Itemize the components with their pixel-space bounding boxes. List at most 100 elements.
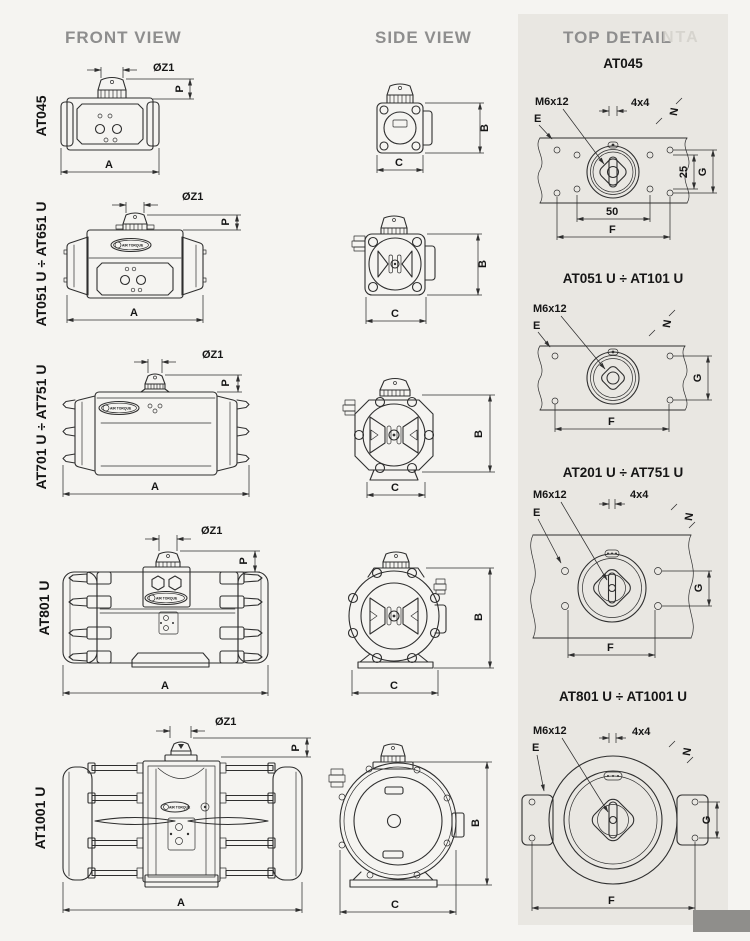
tie-rods-left [87,762,144,879]
dimension-f: F [567,610,656,658]
label-n: N [668,740,694,764]
n-label: N [681,512,694,522]
air-torque-logo: AIR TORQUE [110,237,152,253]
dim-a-label: A [177,897,185,909]
front-view-at1001-drawing: AIR TORQUE ØZ1 P A [62,716,311,913]
square-label: 4x4 [632,726,651,738]
dim-z1-label: ØZ1 [153,62,174,74]
pinion-top [140,373,170,393]
air-torque-logo: AIR TORQUE [98,400,140,416]
dimension-a: A [62,882,303,913]
label-thread: M6x12 [535,96,605,165]
pinion-shaft-detail [577,549,647,623]
dim-z1-label: ØZ1 [215,716,236,728]
dimension-c: C [339,850,457,915]
dimension-g: G [699,801,720,839]
e-label: E [534,113,541,125]
dimension-b: B [422,394,495,473]
dim-b-label: B [477,260,489,268]
tie-rods-right [219,762,276,879]
actuator-body [62,760,303,888]
actuator-body [63,229,207,299]
dimension-p: P [165,374,242,393]
f-label: F [608,416,615,428]
dimension-50: 50 [576,195,651,222]
top-detail-at051-drawing: M6x12 E N G F [533,303,712,432]
pinion-shaft-detail [586,141,640,199]
top-detail-at801-drawing: M6x12 E 4x4 N G F [521,725,720,911]
pinion-top [164,741,198,762]
dimension-z1: ØZ1 [134,349,223,373]
dimension-c: C [351,670,439,696]
actuator-body [351,233,436,296]
label-square: 4x4 [599,97,650,116]
label-thread: M6x12 [533,725,609,813]
thread-label: M6x12 [533,725,567,737]
pinion-top [97,76,127,99]
dim-p-label: P [174,85,186,92]
dim-p-label: P [220,218,232,225]
brand-text: AIR TORQUE [156,597,178,601]
dimension-g: G [673,355,712,401]
dim-z1-label: ØZ1 [182,191,203,203]
actuator-body [328,762,465,888]
tie-rods-right [219,571,263,664]
front-view-at045-drawing: ØZ1 P A [60,62,194,175]
dimension-g: G [662,570,712,607]
dimension-b: B [413,761,492,886]
pinion-top [380,215,408,235]
air-torque-logo: AIR TORQUE [144,590,188,606]
dim-b-label: B [479,124,491,132]
dimension-g: G [673,149,717,194]
thread-label: M6x12 [533,489,567,501]
top-detail-header: TOP DETAIL [563,28,673,47]
top-detail-at045-drawing: M6x12 E 4x4 N 25 G 50 F [534,96,717,240]
row-label-at801: AT801 U [36,580,52,636]
thread-label: M6x12 [533,303,567,315]
dim-a-label: A [161,680,169,692]
detail-title-at201: AT201 U ÷ AT751 U [562,465,684,480]
brand-text: AIR TORQUE [169,806,191,810]
row-label-at045: AT045 [33,95,49,137]
dimension-f: F [554,404,670,432]
top-detail-at201-drawing: M6x12 E 4x4 N G F [530,489,712,658]
g-label: G [693,584,705,593]
dim-c-label: C [391,308,399,320]
row-label-at051: AT051 U ÷ AT651 U [33,201,49,327]
dimension-p: P [193,737,311,758]
label-e: E [533,507,562,564]
label-n: N [670,503,696,529]
brand-text: AIR TORQUE [110,407,132,411]
actuator-body [60,97,160,151]
g-label: G [697,168,709,177]
actuator-body [347,567,447,669]
label-n: N [648,309,676,337]
label-e: E [532,742,545,792]
mounting-strip [537,137,690,204]
n-label: N [659,319,672,329]
f-label: F [607,642,614,654]
dim-a-label: A [105,159,113,171]
dimension-c: C [366,482,426,498]
dim-p-label: P [238,557,250,564]
dim-p-label: P [290,744,302,751]
dim-c-label: C [390,680,398,692]
dimension-b: B [426,567,494,669]
pitch-label: 25 [678,166,690,178]
dim-b-label: B [473,613,485,621]
dimension-p: P [180,550,260,573]
dimension-p: P [147,214,241,231]
dimension-f: F [531,842,696,911]
n-label: N [666,107,679,117]
label-thread: M6x12 [533,489,608,581]
side-view-at801-drawing: B C [347,551,494,696]
thread-label: M6x12 [535,96,569,108]
dimension-z1: ØZ1 [145,525,222,551]
dimension-c: C [365,297,427,324]
f-label: F [608,895,615,907]
label-thread: M6x12 [533,303,606,370]
dimension-25: 25 [673,154,698,190]
dimension-b: B [425,102,491,154]
actuator-top-body [521,755,709,885]
front-view-at701-drawing: AIR TORQUE ØZ1 P A [62,349,250,497]
